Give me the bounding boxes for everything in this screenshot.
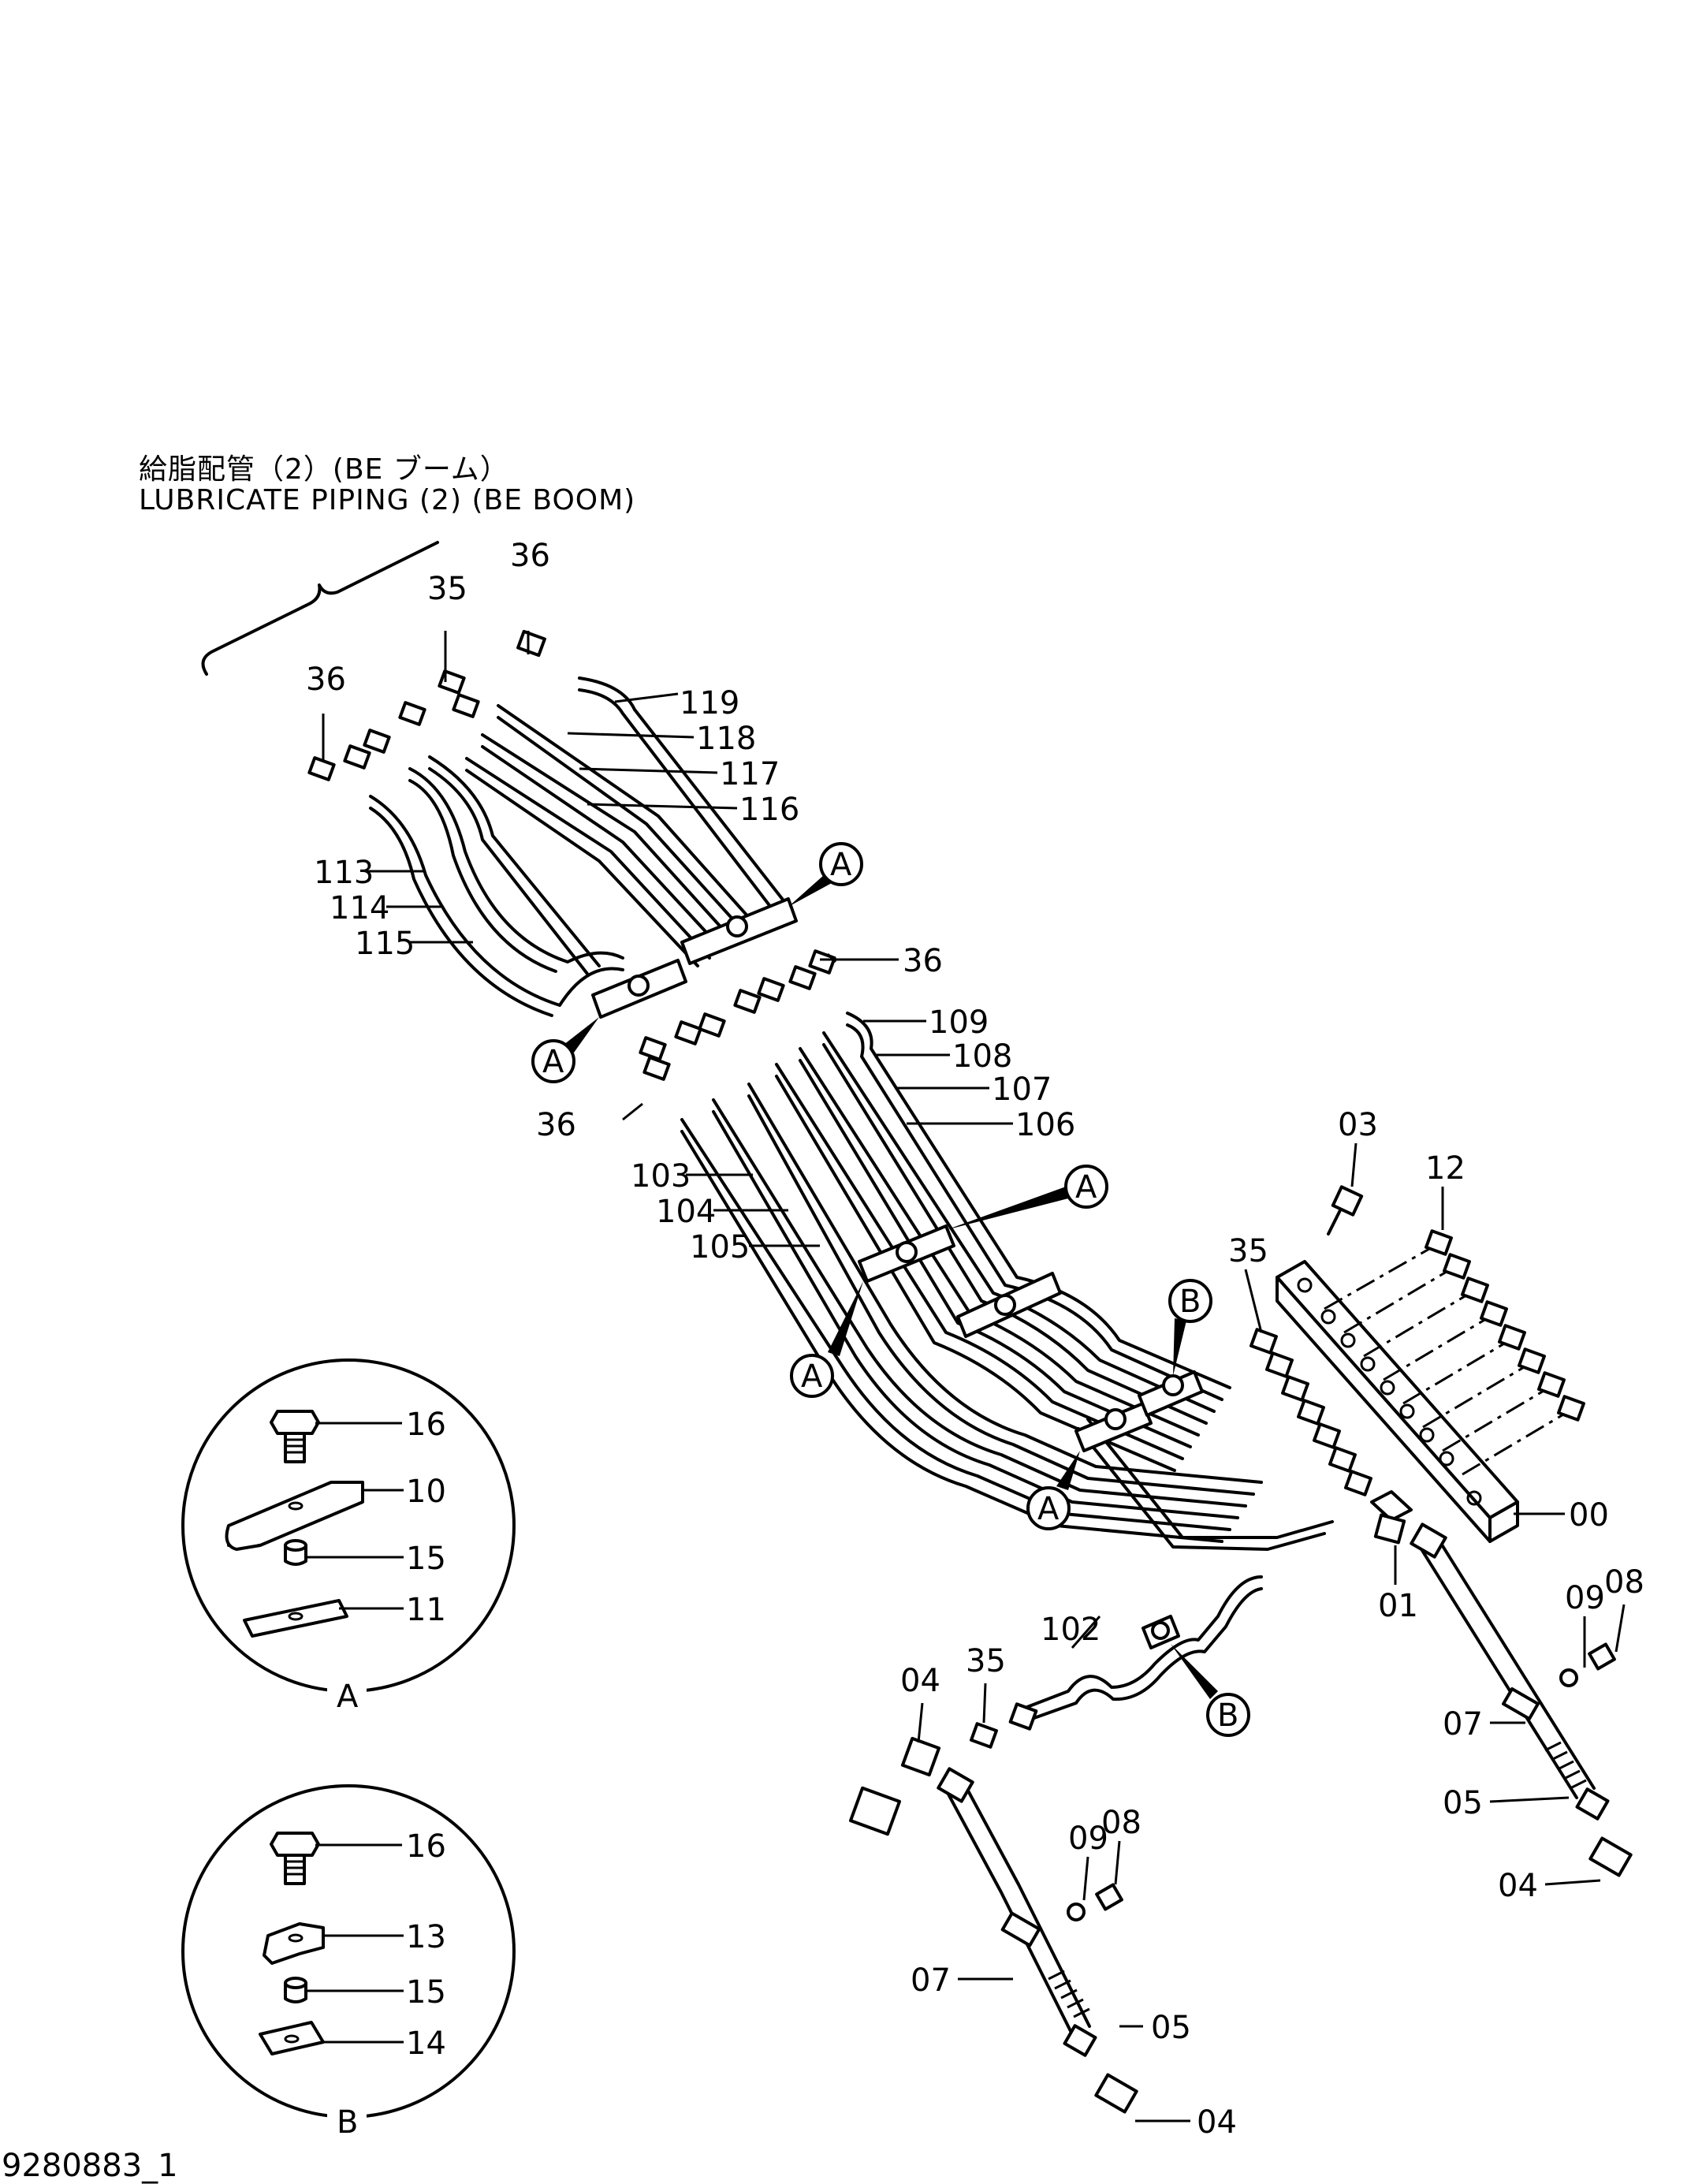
svg-text:B: B [1217,1698,1238,1734]
leader-lines [322,631,1626,2123]
bolt-03 [1327,1185,1364,1235]
label-09-right: 09 [1565,1580,1605,1616]
label-102: 102 [1041,1612,1101,1648]
label-119: 119 [680,685,739,721]
pipe-clamp-b-upper [1138,1370,1204,1417]
grease-nipples [1324,1229,1585,1476]
label-04-right: 04 [1498,1868,1538,1904]
label-118: 118 [696,721,756,757]
part-labels: 36 35 36 119 118 117 116 113 114 115 36 … [306,538,1644,2141]
label-b-16: 16 [406,1828,446,1865]
callout-b-upper: B [1168,1279,1212,1376]
label-b-13: 13 [406,1919,446,1955]
svg-text:A: A [830,847,852,883]
label-04-bottom: 04 [1197,2104,1237,2141]
label-36-low: 36 [536,1107,576,1143]
label-36-mid: 36 [903,943,943,979]
label-b-15: 15 [406,1974,446,2011]
svg-text:A: A [801,1358,823,1395]
label-107: 107 [992,1072,1052,1108]
svg-text:A: A [542,1044,564,1080]
label-36-left: 36 [306,662,346,698]
label-113: 113 [314,855,374,891]
label-04-left: 04 [900,1663,940,1699]
callout-a-center-left: A [790,1281,863,1398]
adapter-group-35 [1249,1328,1372,1496]
svg-text:B: B [1179,1284,1201,1320]
svg-text:A: A [1037,1491,1060,1527]
kit-brace [201,541,439,676]
pipe-bundle-116-119 [465,676,790,967]
detail-a: A 16 10 15 11 [181,1358,516,1715]
label-a-16: 16 [406,1407,446,1443]
label-108: 108 [952,1038,1012,1075]
label-105: 105 [690,1229,750,1265]
label-115: 115 [355,926,415,962]
label-114: 114 [330,890,389,926]
label-a-15: 15 [406,1541,446,1577]
grease-manifold-block [1276,1260,1519,1543]
label-a-10: 10 [406,1474,446,1510]
label-116: 116 [739,792,799,828]
hose-right [1410,1522,1633,1877]
callout-a-center-right: A [946,1165,1108,1230]
pipe-clamp-a-lower [956,1272,1062,1338]
label-12: 12 [1425,1150,1466,1187]
detail-b: B 16 13 15 14 [181,1784,516,2141]
svg-text:A: A [1075,1169,1097,1206]
label-07-left: 07 [911,1962,951,1999]
label-35-mid: 35 [1228,1233,1268,1269]
label-106: 106 [1015,1107,1075,1143]
label-01: 01 [1378,1588,1418,1624]
label-05-left: 05 [1151,2010,1191,2046]
detail-a-label: A [337,1679,359,1715]
label-08-right: 08 [1604,1564,1644,1601]
pipe-102 [1008,1575,1263,1731]
pipe-clamp-a-center [858,1224,955,1283]
label-35-low: 35 [966,1643,1006,1679]
callout-a-left: A [531,1017,599,1083]
fitting-adapters [307,629,998,1749]
pipe-clamp-a-left [591,959,687,1019]
pipe-bundle-113-115 [369,755,624,1017]
label-05-right: 05 [1443,1785,1483,1821]
label-b-14: 14 [406,2026,446,2062]
fitting-01 [1370,1490,1413,1545]
label-36-top: 36 [510,538,550,574]
pipe-clamp-a-top [680,897,798,965]
label-09-left: 09 [1068,1821,1108,1857]
label-03: 03 [1338,1107,1378,1143]
title-japanese: 給脂配管（2）(BE ブーム） [139,453,509,486]
label-35-top: 35 [427,571,467,607]
pipe-bundle-103-105 [680,1083,1334,1551]
label-00: 00 [1569,1497,1609,1534]
label-07-right: 07 [1443,1706,1483,1742]
callout-b-lower: B [1171,1644,1250,1737]
callout-a-top: A [788,842,863,907]
label-a-11: 11 [406,1592,446,1628]
drawing-code: 9280883_1 [2,2148,178,2184]
pipe-clamp-a-bottom [1074,1402,1153,1452]
label-117: 117 [720,756,780,792]
label-103: 103 [631,1158,691,1194]
detail-b-label: B [337,2104,358,2141]
label-109: 109 [929,1004,989,1041]
hose-left [848,1736,1138,2114]
label-08-left: 08 [1101,1805,1141,1841]
callout-a-bottom: A [1026,1451,1080,1530]
label-104: 104 [656,1194,716,1230]
title-english: LUBRICATE PIPING (2) (BE BOOM) [139,484,636,516]
